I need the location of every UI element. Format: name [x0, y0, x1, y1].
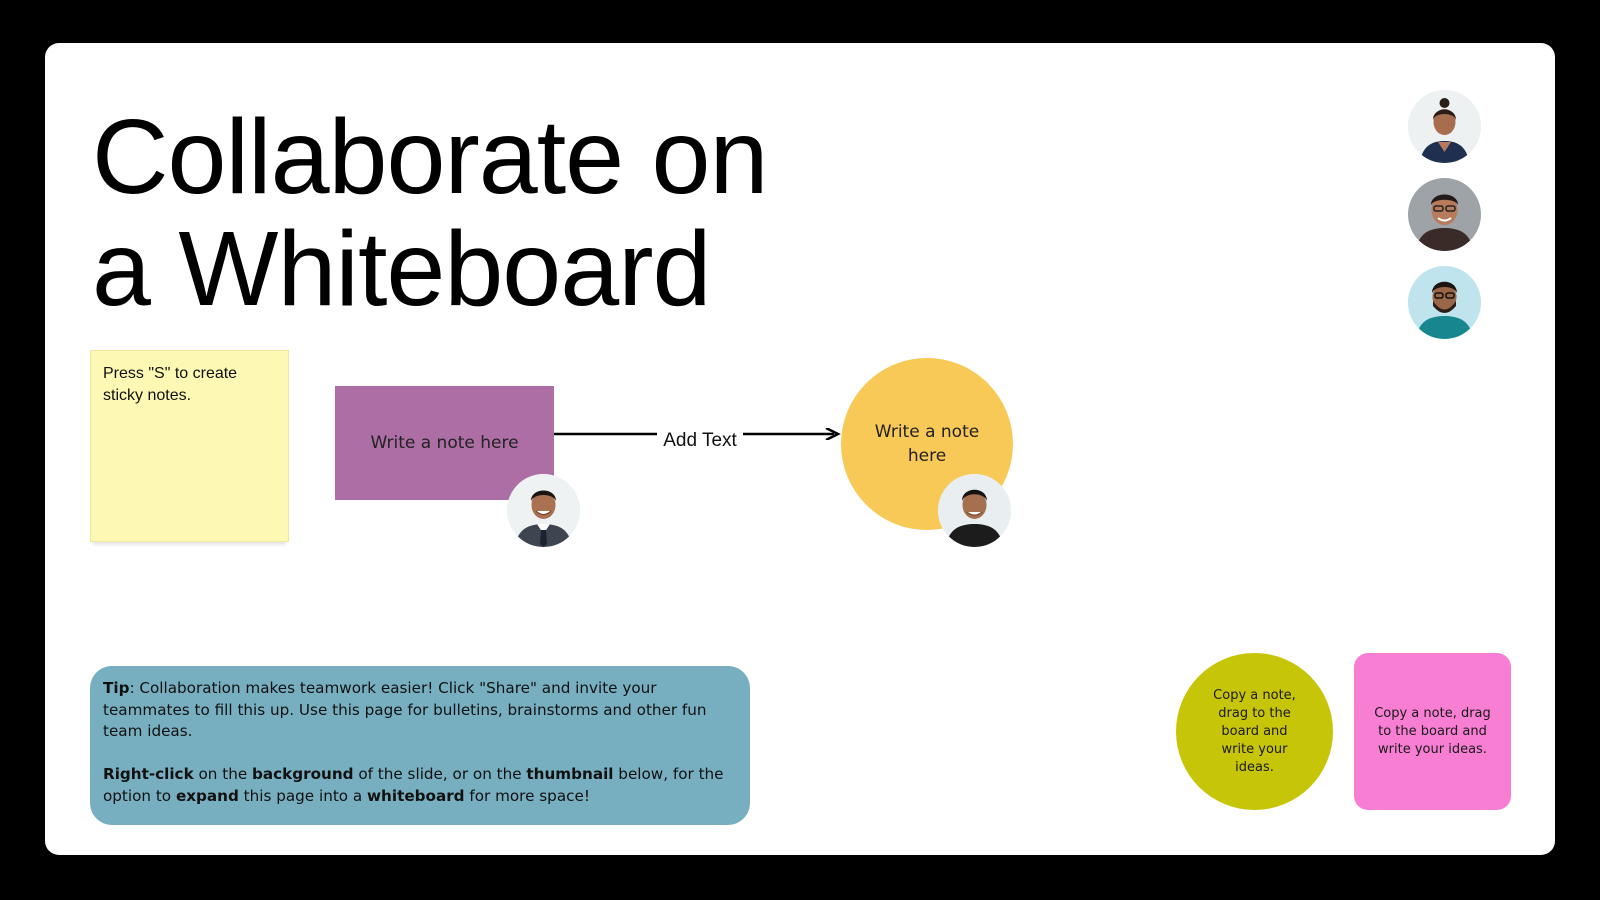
rectangle-note[interactable]: Write a note here — [335, 386, 554, 500]
person-avatar-man-icon — [938, 474, 1011, 547]
sticky-note-line-2: sticky notes. — [103, 387, 192, 404]
sticky-note-yellow[interactable]: Press "S" to create sticky notes. — [90, 350, 289, 542]
circle-note-author-avatar[interactable] — [938, 474, 1011, 547]
rectangle-note-text: Write a note here — [370, 433, 519, 453]
circle-note-text: Write a note here — [874, 422, 980, 466]
title-line-2: a Whiteboard — [92, 210, 711, 328]
title-line-1: Collaborate on — [92, 98, 768, 216]
tip-text: for more space! — [464, 786, 590, 805]
tip-text-1: : Collaboration makes teamwork easier! C… — [103, 679, 707, 740]
tip-bold-background: background — [252, 765, 354, 783]
tip-bold-expand: expand — [175, 786, 239, 805]
tip-text: below, for the option to — [103, 765, 724, 805]
person-avatar-woman-icon — [1408, 90, 1481, 163]
pink-note-text: Copy a note, drag to the board and write… — [1374, 705, 1491, 757]
person-avatar-man-tie-icon — [507, 474, 580, 547]
collaborator-avatar-1[interactable] — [1408, 90, 1481, 163]
copy-note-green-circle[interactable]: Copy a note, drag to the board and write… — [1176, 653, 1333, 810]
collaborator-avatar-2[interactable] — [1408, 178, 1481, 251]
tip-bold-whiteboard: whiteboard — [367, 786, 465, 805]
whiteboard-slide[interactable]: Collaborate on a Whiteboard — [45, 43, 1555, 855]
person-avatar-man-beard-icon — [1408, 266, 1481, 339]
tip-paragraph-2: Right-click on the background of the sli… — [103, 764, 737, 807]
tip-bold-thumbnail: thumbnail — [526, 765, 614, 783]
tip-text: of the slide, or on the — [353, 765, 527, 783]
copy-note-pink-square[interactable]: Copy a note, drag to the board and write… — [1354, 653, 1511, 810]
rectangle-note-author-avatar[interactable] — [507, 474, 580, 547]
collaborator-avatar-3[interactable] — [1408, 266, 1481, 339]
tip-box[interactable]: Tip: Collaboration makes teamwork easier… — [90, 666, 750, 825]
arrow-label[interactable]: Add Text — [657, 430, 743, 452]
green-circle-text: Copy a note, drag to the board and write… — [1213, 687, 1296, 775]
person-avatar-man-glasses-icon — [1408, 178, 1481, 251]
tip-text: on the — [193, 765, 252, 783]
tip-paragraph-1: Tip: Collaboration makes teamwork easier… — [103, 678, 737, 743]
tip-label: Tip — [103, 679, 130, 697]
tip-text: this page into a — [238, 786, 368, 805]
sticky-note-line-1: Press "S" to create — [103, 365, 238, 382]
page-title: Collaborate on a Whiteboard — [92, 98, 768, 328]
tip-bold-right-click: Right-click — [103, 765, 194, 783]
